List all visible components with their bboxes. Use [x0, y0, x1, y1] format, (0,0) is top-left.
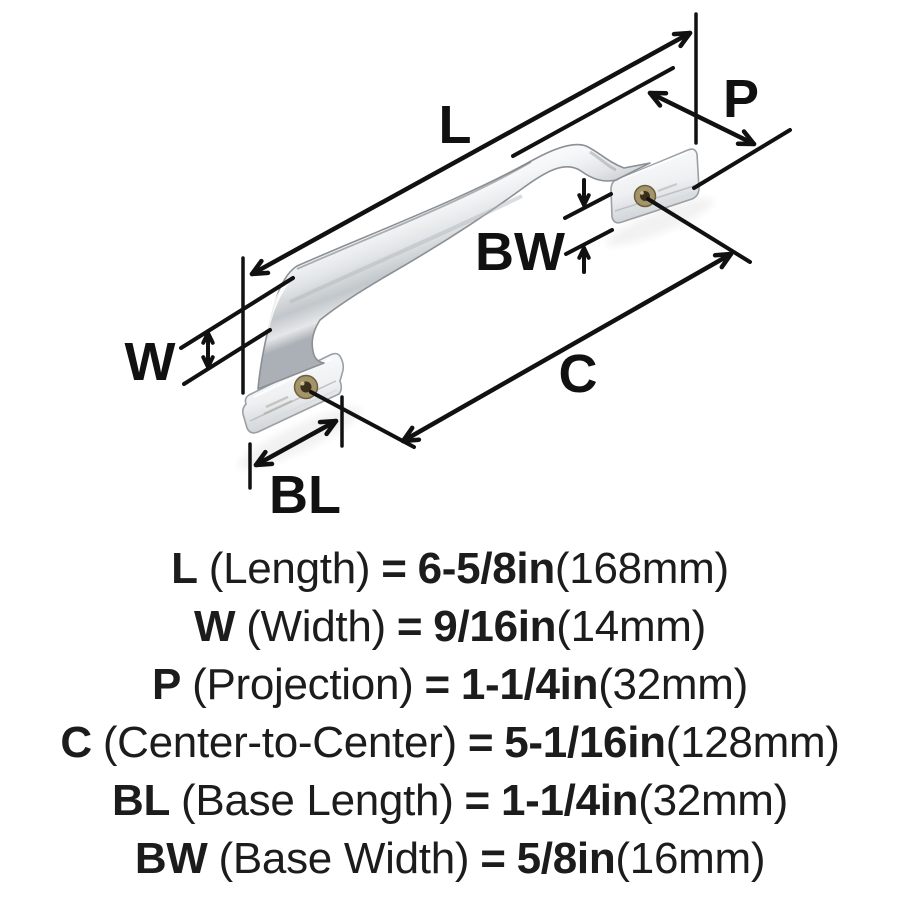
spec-row-width: W(Width)=9/16in(14mm) [0, 598, 900, 656]
spec-row-center-to-center: C(Center-to-Center)=5-1/16in(128mm) [0, 714, 900, 772]
spec-metric: (16mm) [615, 834, 766, 883]
dimension-line [647, 90, 757, 147]
dimension-label-w: W [125, 332, 176, 392]
spec-row-base-length: BL(Base Length)=1-1/4in(32mm) [0, 772, 900, 830]
spec-code: BW [134, 834, 208, 883]
arrowhead [201, 331, 215, 345]
spec-code: C [60, 718, 92, 767]
extension-line [179, 276, 295, 350]
right-plate-engraving [657, 183, 678, 192]
extension-line [182, 328, 272, 386]
spec-name: (Center-to-Center) [102, 718, 457, 767]
dimension-BL [248, 395, 344, 490]
arrowhead [712, 251, 734, 270]
spec-code: P [152, 660, 182, 709]
spec-name: (Projection) [192, 660, 414, 709]
spec-value: 1-1/4in [500, 776, 639, 825]
dimension-line [400, 251, 734, 444]
left-plate-engraving [263, 395, 293, 416]
arrowhead [249, 258, 271, 277]
pull-dimension-diagram: L W P C BL BW [125, 12, 792, 525]
spec-name: (Width) [246, 602, 386, 651]
dimension-label-bl: BL [269, 465, 341, 525]
extension-line [646, 197, 752, 264]
dimension-line [253, 418, 339, 468]
spec-metric: (32mm) [638, 776, 789, 825]
arrowhead [671, 30, 693, 49]
spec-metric: (32mm) [598, 660, 748, 709]
arrowhead [647, 90, 669, 108]
spec-name: (Base Width) [218, 834, 470, 883]
right-base-shadow [606, 197, 714, 247]
dimension-label-c: C [559, 344, 598, 404]
cabinet-pull-rendering [238, 143, 714, 470]
spec-value: 5/8in [516, 834, 616, 883]
spec-row-length: L(Length)=6-5/8in(168mm) [0, 540, 900, 598]
spec-metric: (128mm) [665, 718, 840, 767]
extension-line [692, 128, 792, 190]
spec-equals: = [424, 660, 450, 709]
right-neck-shading [589, 150, 617, 172]
pull-handle-bar [257, 143, 651, 390]
dimension-W [179, 276, 295, 386]
dimension-spec-list: L(Length)=6-5/8in(168mm) W(Width)=9/16in… [0, 540, 900, 888]
spec-equals: = [396, 602, 423, 651]
extension-line [309, 390, 416, 449]
arrowhead [735, 129, 757, 147]
spec-value: 5-1/16in [504, 718, 666, 767]
dimension-label-l: L [439, 95, 472, 155]
arrowhead [577, 193, 591, 207]
spec-equals: = [464, 776, 491, 825]
spec-equals: = [381, 544, 407, 593]
spec-metric: (168mm) [554, 544, 729, 593]
spec-name: (Base Length) [181, 776, 454, 825]
spec-equals: = [480, 834, 506, 883]
spec-value: 1-1/4in [460, 660, 599, 709]
spec-value: 9/16in [433, 602, 557, 651]
spec-equals: = [467, 718, 494, 767]
dimension-P [511, 66, 792, 190]
extension-line [563, 192, 613, 220]
extension-line [564, 228, 614, 256]
bar-reflection-streak [289, 194, 523, 304]
spec-value: 6-5/8in [417, 544, 556, 593]
spec-row-projection: P(Projection)=1-1/4in(32mm) [0, 656, 900, 714]
spec-name: (Length) [208, 544, 371, 593]
spec-code: W [193, 602, 236, 651]
dimension-BW [563, 178, 614, 274]
spec-row-base-width: BW(Base Width)=5/8in(16mm) [0, 830, 900, 888]
extension-line [511, 66, 675, 158]
bar-top-edge-line [296, 161, 532, 270]
spec-code: L [171, 544, 198, 593]
dimension-line [249, 30, 693, 277]
arrowhead [201, 355, 215, 369]
spec-code: BL [111, 776, 171, 825]
arrowhead [253, 449, 275, 468]
dimension-L [241, 12, 698, 395]
spec-metric: (14mm) [556, 602, 707, 651]
arrowhead [400, 425, 422, 444]
dimension-label-p: P [723, 69, 759, 129]
arrowhead [577, 246, 591, 260]
arrowhead [317, 418, 339, 437]
dimension-label-bw: BW [475, 222, 565, 282]
left-screw-hole [293, 374, 319, 400]
dimension-C [309, 197, 752, 449]
